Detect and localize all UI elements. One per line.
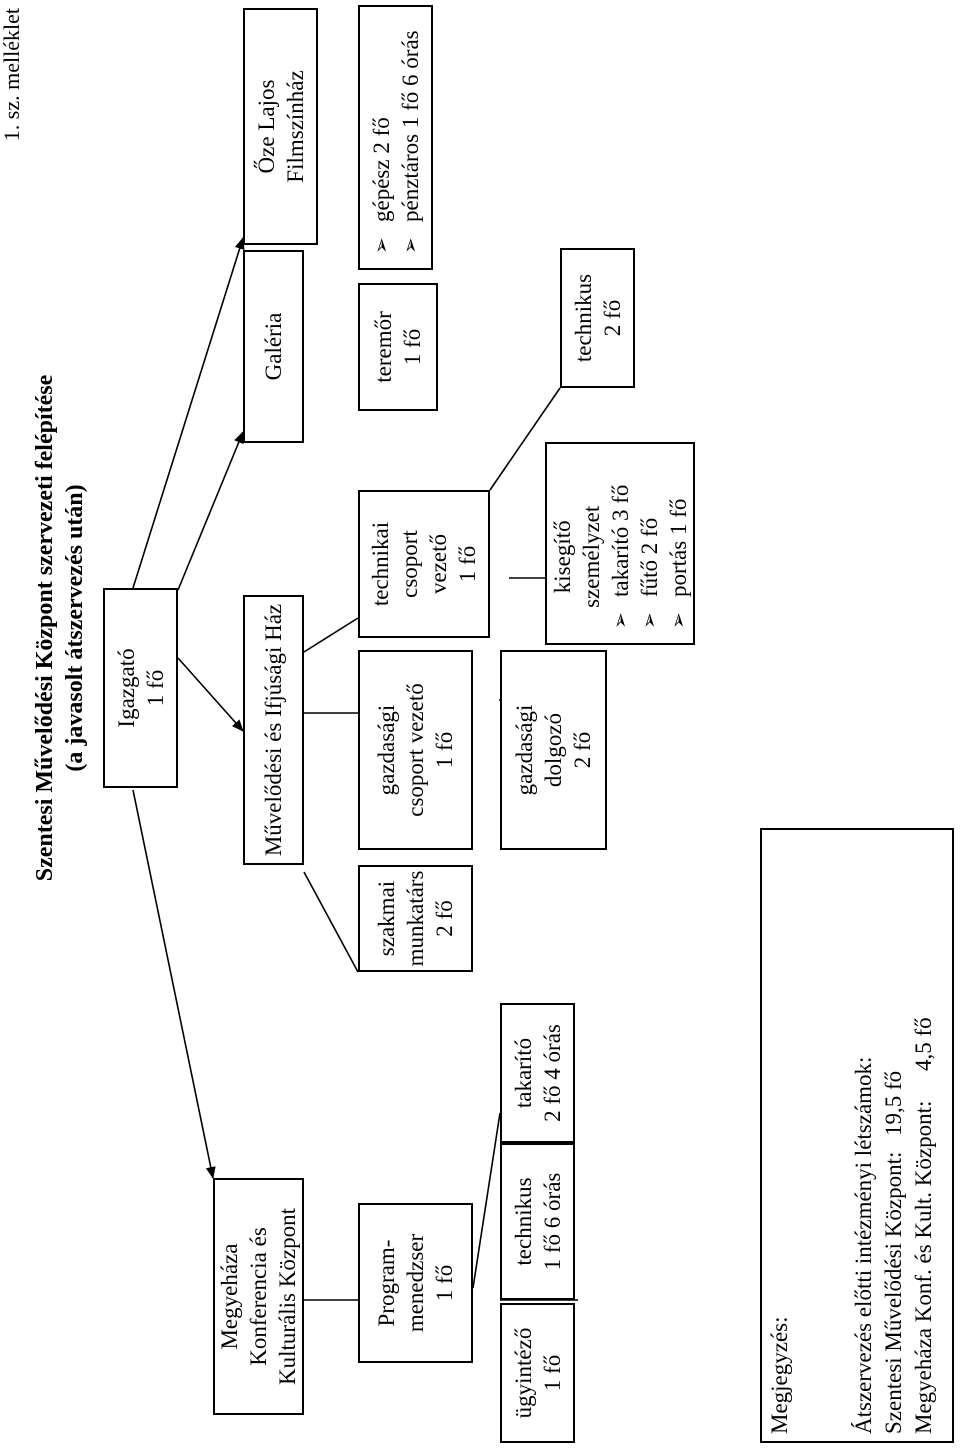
line-tech-technikus — [489, 387, 561, 491]
muvelodesi-box: Művelődési és Ifjúsági Ház — [243, 595, 304, 865]
megyehaza-takarito-label: takarító 2 fő 4 órás — [510, 1024, 565, 1122]
director-box: Igazgató 1 fő — [103, 588, 178, 788]
teremor-box: teremőr 1 fő — [358, 283, 438, 411]
ugyintezo-label: ügyintéző 1 fő — [510, 1327, 565, 1419]
arrow-to-oze — [132, 237, 245, 589]
arrow-to-muvelodesi — [177, 657, 244, 732]
oze-staff-box: gépész 2 fő pénztáros 1 fő 6 órás — [358, 5, 433, 270]
kisegito-box: kisegítő személyzet takarító 3 fő fűtő 2… — [545, 442, 695, 645]
arrow-to-megyehaza — [132, 789, 216, 1179]
gazdasagi-dolgozo-label: gazdasági dolgozó 2 fő — [512, 704, 595, 796]
kisegito-content: kisegítő személyzet takarító 3 fő fűtő 2… — [548, 485, 693, 629]
szakmai-munkatars-label: szakmai munkatárs 2 fő — [374, 870, 457, 967]
line-muvelodesi-tech — [303, 617, 359, 653]
director-label: Igazgató 1 fő — [113, 648, 168, 728]
megyehaza-box: Megyeháza Konferencia és Kulturális Közp… — [213, 1178, 304, 1415]
note-line2-value: 19,5 fő — [881, 1070, 906, 1136]
galeria-label: Galéria — [261, 312, 286, 381]
oze-staff-list: gépész 2 fő pénztáros 1 fő 6 órás — [367, 30, 425, 254]
gazdasagi-vezeto-label: gazdasági csoport vezető 1 fő — [374, 683, 457, 817]
title-line2: (a javasolt átszervezés után) — [62, 484, 88, 772]
megyehaza-label: Megyeháza Konferencia és Kulturális Közp… — [217, 1208, 300, 1385]
megyehaza-technikus-box: technikus 1 fő 6 órás — [500, 1143, 575, 1300]
kisegito-title: kisegítő személyzet — [549, 505, 604, 608]
muvelodesi-technikus-label: technikus 2 fő — [570, 273, 625, 363]
galeria-box: Galéria — [243, 250, 304, 443]
title-line1: Szentesi Művelődési Központ szervezeti f… — [32, 374, 58, 882]
note-heading: Megjegyzés: — [767, 1316, 792, 1434]
kisegito-item: takarító 3 fő — [606, 485, 635, 629]
kisegito-list: takarító 3 fő fűtő 2 fő portás 1 fő — [606, 485, 693, 629]
muvelodesi-technikus-box: technikus 2 fő — [560, 248, 635, 388]
kisegito-item: portás 1 fő — [664, 485, 693, 629]
annex-label: 1. sz. melléklet — [0, 8, 24, 142]
megyehaza-technikus-label: technikus 1 fő 6 órás — [510, 1172, 565, 1271]
gazdasagi-vezeto-box: gazdasági csoport vezető 1 fő — [358, 650, 473, 850]
line-program-takarito — [472, 1112, 501, 1289]
oze-staff-item: pénztáros 1 fő 6 órás — [396, 30, 425, 254]
kisegito-item: fűtő 2 fő — [635, 485, 664, 629]
note-line2-label: Szentesi Művelődési Központ: — [881, 1151, 906, 1434]
gazdasagi-dolgozo-box: gazdasági dolgozó 2 fő — [500, 650, 607, 850]
programmenedzser-label: Program- menedzser 1 fő — [374, 1233, 457, 1333]
page-title: Szentesi Művelődési Központ szervezeti f… — [30, 278, 90, 978]
technikai-vezeto-label: technikai csoport vezető 1 fő — [368, 521, 480, 607]
ugyintezo-box: ügyintéző 1 fő — [500, 1303, 575, 1443]
megyehaza-takarito-box: takarító 2 fő 4 órás — [500, 1003, 575, 1143]
oze-staff-item: gépész 2 fő — [367, 30, 396, 254]
muvelodesi-label: Művelődési és Ifjúsági Ház — [261, 603, 286, 857]
line-muvelodesi-szakmai — [303, 871, 359, 973]
note-line1: Átszervezés előtti intézményi létszámok: — [851, 1056, 876, 1434]
teremor-label: teremőr 1 fő — [371, 311, 425, 383]
oze-label: Őze Lajos Filmszínház — [253, 70, 308, 183]
note-line3-label: Megyeháza Konf. és Kult. Központ: — [911, 1100, 936, 1434]
szakmai-munkatars-box: szakmai munkatárs 2 fő — [358, 865, 473, 972]
arrow-to-galeria — [177, 431, 244, 591]
programmenedzser-box: Program- menedzser 1 fő — [358, 1203, 473, 1363]
oze-box: Őze Lajos Filmszínház — [243, 8, 318, 245]
note-line3-value: 4,5 fő — [911, 1017, 936, 1071]
technikai-vezeto-box: technikai csoport vezető 1 fő — [358, 490, 490, 638]
